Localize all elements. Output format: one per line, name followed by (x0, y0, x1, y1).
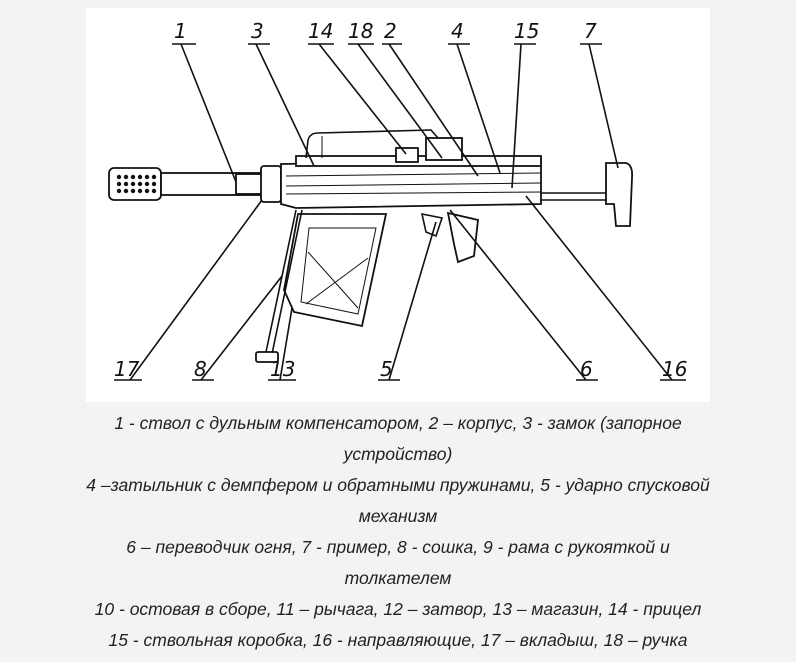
callout-15: 15 (514, 19, 539, 43)
legend-line: толкателем (344, 568, 452, 588)
callout-17: 17 (114, 357, 140, 381)
callout-18: 18 (348, 19, 373, 43)
callout-14: 14 (308, 19, 333, 43)
insert-collar (260, 165, 282, 203)
callout-4: 4 (451, 19, 464, 43)
legend-line: 6 – переводчик огня, 7 - пример, 8 - сош… (126, 537, 670, 557)
barrel-band (235, 173, 263, 195)
legend-line: 15 - ствольная коробка, 16 - направляющи… (108, 630, 688, 650)
leader-lines (129, 43, 673, 381)
callout-13: 13 (270, 357, 295, 381)
legend-line: 1 - ствол с дульным компенсатором, 2 – к… (114, 413, 682, 433)
legend-line: механизм (358, 506, 438, 526)
receiver-body (280, 159, 542, 209)
callout-7: 7 (584, 19, 597, 43)
bipod-foot (255, 351, 279, 363)
bolt-cover (425, 137, 463, 161)
callout-1: 1 (174, 19, 187, 43)
callout-5: 5 (380, 357, 393, 381)
muzzle-compensator (108, 167, 162, 201)
callout-3: 3 (251, 19, 264, 43)
pistol-grip (446, 211, 479, 264)
callout-8: 8 (194, 357, 207, 381)
legend-line: устройство) (343, 444, 453, 464)
callout-6: 6 (580, 357, 593, 381)
parts-legend: 1 - ствол с дульным компенсатором, 2 – к… (0, 408, 796, 656)
sight (395, 147, 419, 163)
weapon-drawing: 1 3 14 18 2 4 15 7 17 8 13 5 6 16 (108, 19, 687, 381)
carry-handle (305, 129, 439, 159)
buttstock (605, 162, 634, 227)
callout-2: 2 (384, 19, 397, 43)
legend-line: 10 - остовая в сборе, 11 – рычага, 12 – … (94, 599, 702, 619)
magazine (283, 213, 388, 328)
bipod-leg (265, 209, 297, 353)
callout-16: 16 (662, 357, 687, 381)
trigger-guard (420, 212, 444, 238)
legend-line: 4 –затыльник с демпфером и обратными пру… (86, 475, 710, 495)
weapon-diagram: 1 3 14 18 2 4 15 7 17 8 13 5 6 16 (86, 8, 710, 402)
